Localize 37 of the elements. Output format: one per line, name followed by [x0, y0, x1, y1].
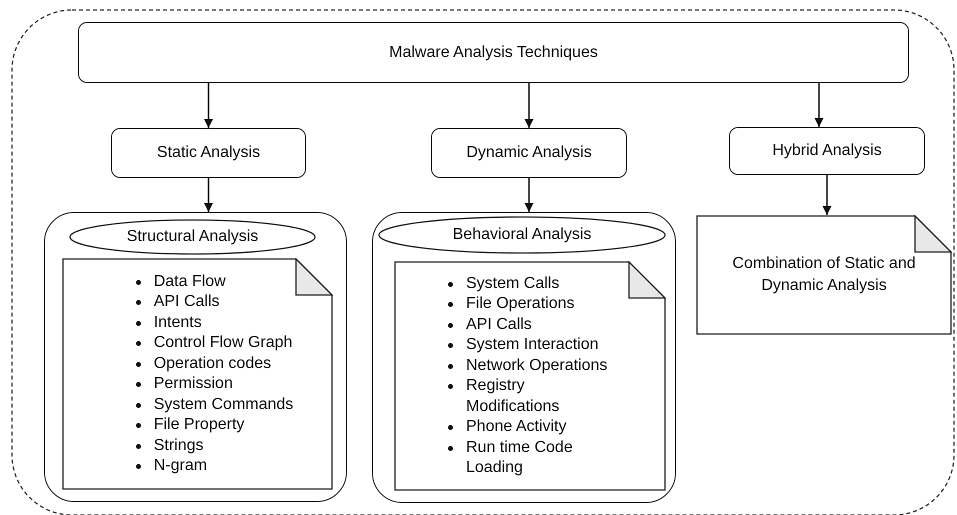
process-box: [431, 128, 627, 178]
arrow: [822, 175, 832, 215]
group-container: [44, 212, 347, 502]
process-box: [729, 127, 925, 175]
list-item: Operation codes: [132, 354, 294, 374]
heading-text: Structural Analysis: [126, 228, 258, 246]
list-item: Permission: [132, 374, 294, 394]
list-item: API Calls: [444, 314, 616, 335]
list-item: Control Flow Graph: [132, 333, 294, 354]
list-item: Network Operations: [444, 356, 616, 376]
list-item: System Calls: [444, 274, 616, 294]
group-container: [372, 212, 676, 503]
box-label: Static Analysis: [156, 144, 260, 162]
list-item: Run time Code Loading: [444, 438, 616, 478]
list-item: API Calls: [132, 292, 294, 312]
process-box: [78, 22, 909, 83]
arrow: [204, 83, 213, 128]
box-label: Hybrid Analysis: [772, 142, 882, 160]
list-item: Phone Activity: [444, 417, 616, 438]
list-item: Registry Modifications: [444, 376, 616, 417]
list-item: File Property: [132, 415, 294, 436]
list-item: System Interaction: [444, 335, 616, 356]
box-label: Dynamic Analysis: [466, 144, 592, 162]
note-text: Combination of Static and Dynamic Analysis: [731, 254, 917, 296]
list-item: Data Flow: [132, 272, 294, 292]
heading-text: Behavioral Analysis: [452, 226, 592, 244]
list-item: File Operations: [444, 294, 616, 314]
process-box: [111, 128, 306, 178]
list-item: Intents: [132, 312, 294, 333]
arrow: [524, 83, 534, 128]
arrow: [204, 178, 213, 212]
list-item: System Commands: [132, 394, 294, 415]
list-item: Strings: [132, 436, 294, 456]
list-item: N-gram: [132, 456, 294, 476]
arrow: [814, 83, 824, 127]
arrow: [524, 178, 534, 212]
box-label: Malware Analysis Techniques: [389, 44, 598, 62]
